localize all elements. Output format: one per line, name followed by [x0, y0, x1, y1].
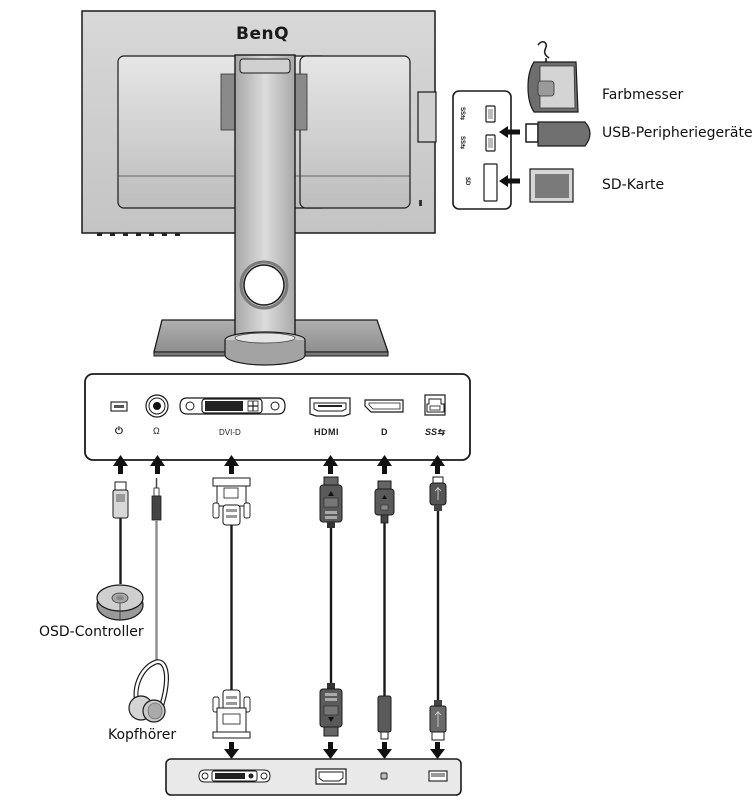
- headphone-icon: Ω: [153, 426, 160, 436]
- mini-displayport-connector: [377, 695, 392, 740]
- osd-cable: [112, 481, 129, 584]
- arrow-up-icon: [150, 455, 165, 474]
- dvi-d-label: DVI-D: [219, 428, 241, 437]
- sd-card-label: SD-Karte: [602, 177, 665, 193]
- hdmi-cable: [319, 476, 343, 737]
- monitor-buttons: [97, 233, 180, 236]
- kensington-lock-icon: [419, 200, 422, 206]
- side-port-panel: [452, 90, 520, 210]
- osd-controller-label: OSD-Controller: [39, 624, 144, 640]
- downward-arrows: [224, 742, 445, 759]
- hdmi-port: [309, 397, 351, 417]
- monitor-stand: [153, 54, 389, 366]
- pc-io-panel: [165, 758, 462, 796]
- dvi-cable: [212, 477, 251, 739]
- dvi-connector-bottom: [212, 689, 251, 739]
- usb-ss-icon: SS⇆: [425, 427, 445, 437]
- usb-b-connector: [429, 476, 447, 511]
- dvi-d-port: [179, 397, 286, 415]
- sd-card-icon: [529, 168, 574, 203]
- usb-stick-icon: [525, 121, 591, 147]
- arrow-down-icon: [323, 742, 338, 759]
- usb-ss-icon: SS⇆: [459, 136, 465, 150]
- usb-b-port: [424, 394, 446, 416]
- hdmi-connector-top: [319, 476, 343, 528]
- osd-controller-icon: [96, 584, 144, 621]
- brand-logo: BenQ: [236, 24, 290, 44]
- displayport-port: [364, 399, 404, 413]
- headphone-cable: [151, 478, 162, 662]
- hdmi-label: HDMI: [314, 427, 339, 437]
- headphones-label: Kopfhörer: [108, 727, 177, 743]
- pc-hdmi-port: [315, 768, 347, 785]
- arrow-up-icon: [113, 455, 128, 474]
- rear-panel-right: [299, 55, 411, 209]
- usb-peripheral-label: USB-Peripheriegeräte: [602, 125, 753, 141]
- sd-card-slot: [483, 163, 498, 202]
- arrow-up-icon: [224, 455, 239, 474]
- pc-usb-a-port: [428, 770, 448, 782]
- arrow-up-icon: [377, 455, 392, 474]
- arrow-up-icon: [430, 455, 445, 474]
- side-port-block: [417, 91, 437, 143]
- dvi-connector-top: [212, 477, 251, 526]
- arrow-usb-icon: [499, 126, 508, 138]
- usb-a-connector: [429, 700, 447, 741]
- upward-arrows: [113, 455, 445, 474]
- hdmi-connector-bottom: [319, 683, 343, 737]
- arrow-down-icon: [377, 742, 392, 759]
- colorimeter-label: Farbmesser: [602, 87, 684, 103]
- arrow-down-icon: [224, 742, 239, 759]
- displayport-cable: [374, 480, 395, 740]
- displayport-icon: D: [381, 427, 388, 437]
- pc-dvi-port: [198, 769, 271, 783]
- sd-icon: SD: [464, 177, 470, 186]
- pc-mini-displayport-port: [380, 772, 388, 780]
- displayport-connector-top: [374, 480, 395, 524]
- cable-management-hole: [243, 264, 285, 306]
- arrow-down-icon: [430, 742, 445, 759]
- arrow-up-icon: [323, 455, 338, 474]
- headphones-icon: [128, 659, 169, 723]
- arrow-sd-icon: [499, 175, 508, 187]
- colorimeter-icon: [527, 40, 579, 113]
- rear-io-panel: [84, 373, 471, 461]
- usb-ss-icon: SS⇆: [459, 107, 465, 121]
- power-icon: ⏻: [115, 426, 123, 437]
- usb-cable: [429, 476, 447, 741]
